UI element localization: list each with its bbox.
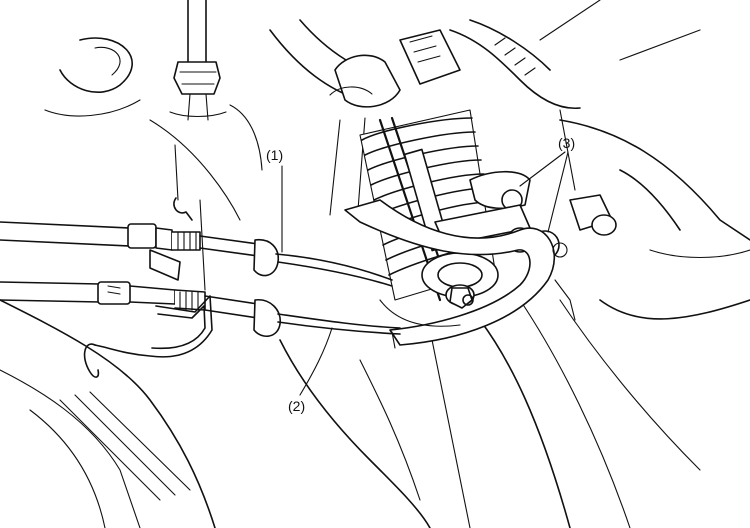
leader-line-3a (519, 151, 566, 187)
leader-lines (281, 151, 569, 396)
cable-1 (0, 221, 393, 287)
pipe-and-nut (169, 0, 227, 121)
right-stub (619, 169, 750, 258)
cable-2 (0, 281, 401, 337)
callout-label-1: (1) (266, 147, 284, 163)
callout-label-3: (3) (558, 135, 576, 151)
callout-label-2: (2) (288, 398, 306, 414)
cable-clip (83, 197, 213, 378)
leader-line-3b (547, 151, 569, 233)
upper-housing (269, 19, 581, 216)
leader-line-2 (299, 327, 333, 396)
mounting-bracket (344, 199, 576, 349)
